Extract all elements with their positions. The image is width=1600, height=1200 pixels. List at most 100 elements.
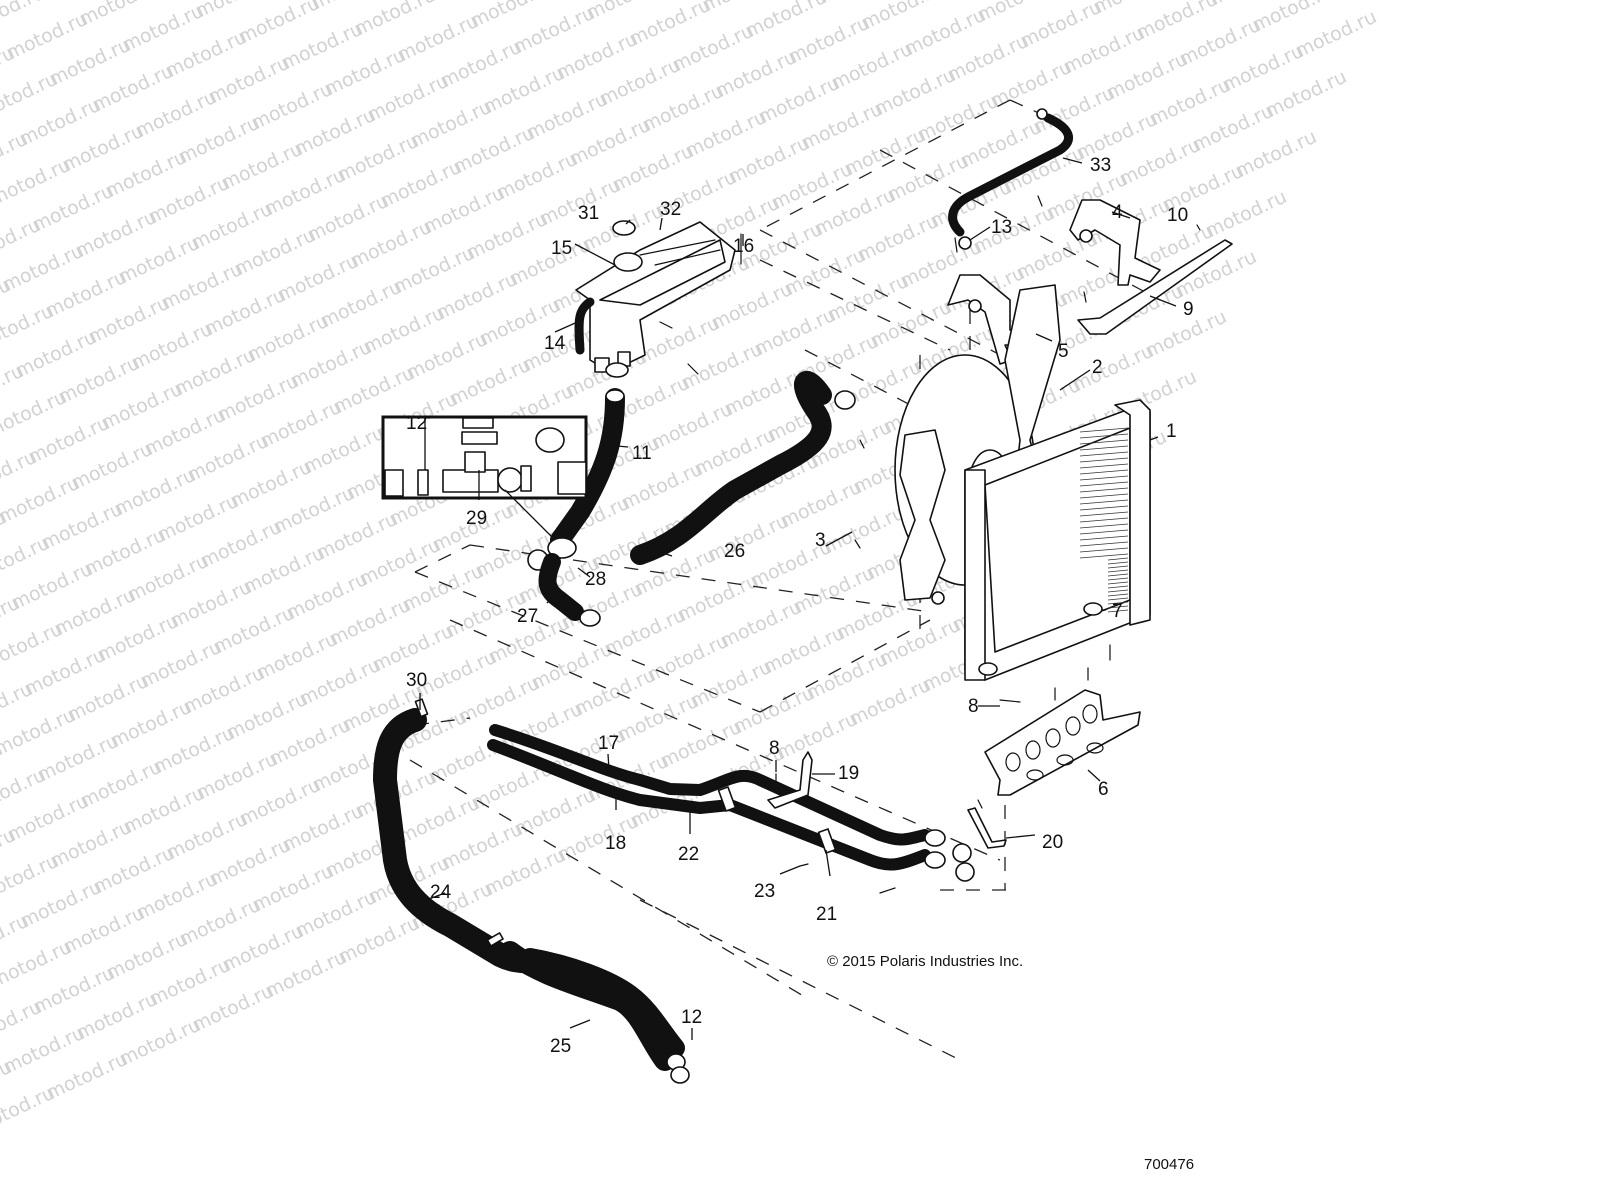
- callout-8b[interactable]: 8: [769, 738, 780, 759]
- radiator-fin: [1107, 593, 1129, 597]
- radiator-fin: [1107, 561, 1129, 565]
- callout-6[interactable]: 6: [1098, 779, 1109, 800]
- hose-clamp[interactable]: [952, 843, 972, 863]
- detail-inset: [381, 415, 588, 541]
- radiator-fin: [1079, 499, 1129, 505]
- radiator-fin: [1079, 469, 1129, 475]
- radiator-fin: [1079, 505, 1129, 511]
- radiator-hose[interactable]: [630, 371, 832, 565]
- hose-clamp[interactable]: [955, 862, 975, 882]
- lower-guard-plate[interactable]: [984, 689, 1141, 796]
- radiator-fin: [1079, 439, 1129, 445]
- lower-coolant-tube[interactable]: [487, 739, 931, 871]
- callout-15[interactable]: 15: [551, 238, 572, 259]
- callout-4[interactable]: 4: [1112, 202, 1123, 223]
- callout-13[interactable]: 13: [991, 217, 1012, 238]
- tee-fitting[interactable]: [442, 451, 523, 493]
- radiator-fin: [1079, 451, 1129, 457]
- coolant-bottle[interactable]: [575, 221, 736, 373]
- elbow-hose[interactable]: [538, 553, 584, 621]
- hose-clamp[interactable]: [834, 390, 856, 410]
- tube-bracket[interactable]: [767, 751, 813, 809]
- callout-32[interactable]: 32: [660, 199, 681, 220]
- callout-2[interactable]: 2: [1092, 357, 1103, 378]
- radiator-fin: [1107, 605, 1129, 609]
- callout-labels: 1 2 3 4 5 6 7 8 8 9 10 11 12 12 13 14 15…: [406, 155, 1194, 1057]
- callout-28[interactable]: 28: [585, 569, 606, 590]
- hose-clamp[interactable]: [579, 609, 601, 627]
- callout-18[interactable]: 18: [605, 833, 626, 854]
- callout-8a[interactable]: 8: [968, 696, 979, 717]
- callout-12a[interactable]: 12: [406, 413, 427, 434]
- cap-plug[interactable]: [958, 236, 972, 250]
- radiator-fin: [1079, 463, 1129, 469]
- screw[interactable]: [679, 807, 696, 811]
- tube-clamp[interactable]: [817, 828, 837, 854]
- radiator-fin: [1079, 427, 1129, 433]
- cap-plug[interactable]: [1036, 108, 1048, 120]
- radiator-fin: [1107, 589, 1129, 593]
- copyright-notice: © 2015 Polaris Industries Inc.: [827, 953, 1023, 970]
- callout-17[interactable]: 17: [598, 733, 619, 754]
- radiator-fin: [1107, 557, 1129, 561]
- radiator-fin: [1107, 601, 1129, 605]
- radiator-fin: [1079, 511, 1129, 517]
- callout-33[interactable]: 33: [1090, 155, 1111, 176]
- cap[interactable]: [612, 220, 636, 236]
- radiator-fin: [1079, 445, 1129, 451]
- hose-clamp[interactable]: [605, 362, 629, 378]
- callout-9[interactable]: 9: [1183, 299, 1194, 320]
- callout-16[interactable]: 16: [733, 236, 754, 257]
- upper-coolant-tube[interactable]: [489, 724, 931, 846]
- callout-11[interactable]: 11: [632, 443, 652, 464]
- callout-27[interactable]: 27: [517, 606, 538, 627]
- callout-29[interactable]: 29: [466, 508, 487, 529]
- callout-22[interactable]: 22: [678, 844, 699, 865]
- clamp[interactable]: [547, 537, 577, 559]
- callout-23[interactable]: 23: [754, 881, 775, 902]
- callout-21[interactable]: 21: [816, 904, 837, 925]
- radiator-fin: [1079, 529, 1129, 535]
- radiator-fin: [1107, 581, 1129, 585]
- bottle-hose[interactable]: [550, 388, 625, 550]
- callout-5[interactable]: 5: [1058, 341, 1069, 362]
- callout-26[interactable]: 26: [724, 541, 745, 562]
- callout-14[interactable]: 14: [544, 333, 566, 354]
- callout-20[interactable]: 20: [1042, 832, 1063, 853]
- engine-hose-lower[interactable]: [499, 941, 685, 1071]
- callout-1[interactable]: 1: [1166, 421, 1177, 442]
- callout-3[interactable]: 3: [815, 530, 826, 551]
- callout-31[interactable]: 31: [578, 203, 599, 224]
- nut[interactable]: [1196, 224, 1201, 231]
- radiator-fin: [1107, 597, 1129, 601]
- grommet[interactable]: [1083, 602, 1103, 616]
- radiator-fin: [1107, 609, 1129, 613]
- screw[interactable]: [799, 863, 809, 867]
- radiator-fin: [1079, 493, 1129, 499]
- callout-30[interactable]: 30: [406, 670, 427, 691]
- radiator-fin: [1079, 517, 1129, 523]
- radiator-fin: [1079, 535, 1129, 541]
- watermark-text: motod.ru: [1322, 0, 1410, 3]
- callout-10[interactable]: 10: [1167, 205, 1188, 226]
- radiator-fin: [1107, 577, 1129, 581]
- callout-25[interactable]: 25: [550, 1036, 571, 1057]
- callout-24[interactable]: 24: [430, 882, 452, 903]
- callout-7[interactable]: 7: [1112, 601, 1123, 622]
- radiator-fin: [1079, 487, 1129, 493]
- radiator[interactable]: [964, 399, 1151, 681]
- tube-clamp[interactable]: [717, 786, 737, 812]
- radiator-fin: [1107, 569, 1129, 573]
- callout-12b[interactable]: 12: [681, 1007, 702, 1028]
- radiator-fin: [1107, 573, 1129, 577]
- bleed-screw[interactable]: [414, 698, 429, 718]
- nut[interactable]: [1079, 229, 1093, 243]
- callout-19[interactable]: 19: [838, 763, 859, 784]
- support-rail[interactable]: [1077, 239, 1233, 335]
- radiator-fin: [1079, 457, 1129, 463]
- radiator-fin: [1107, 585, 1129, 589]
- vent-hose[interactable]: [948, 113, 1074, 237]
- tube-bracket-front[interactable]: [967, 807, 1007, 849]
- radiator-fin: [1107, 565, 1129, 569]
- figure-number: 700476: [1144, 1156, 1194, 1173]
